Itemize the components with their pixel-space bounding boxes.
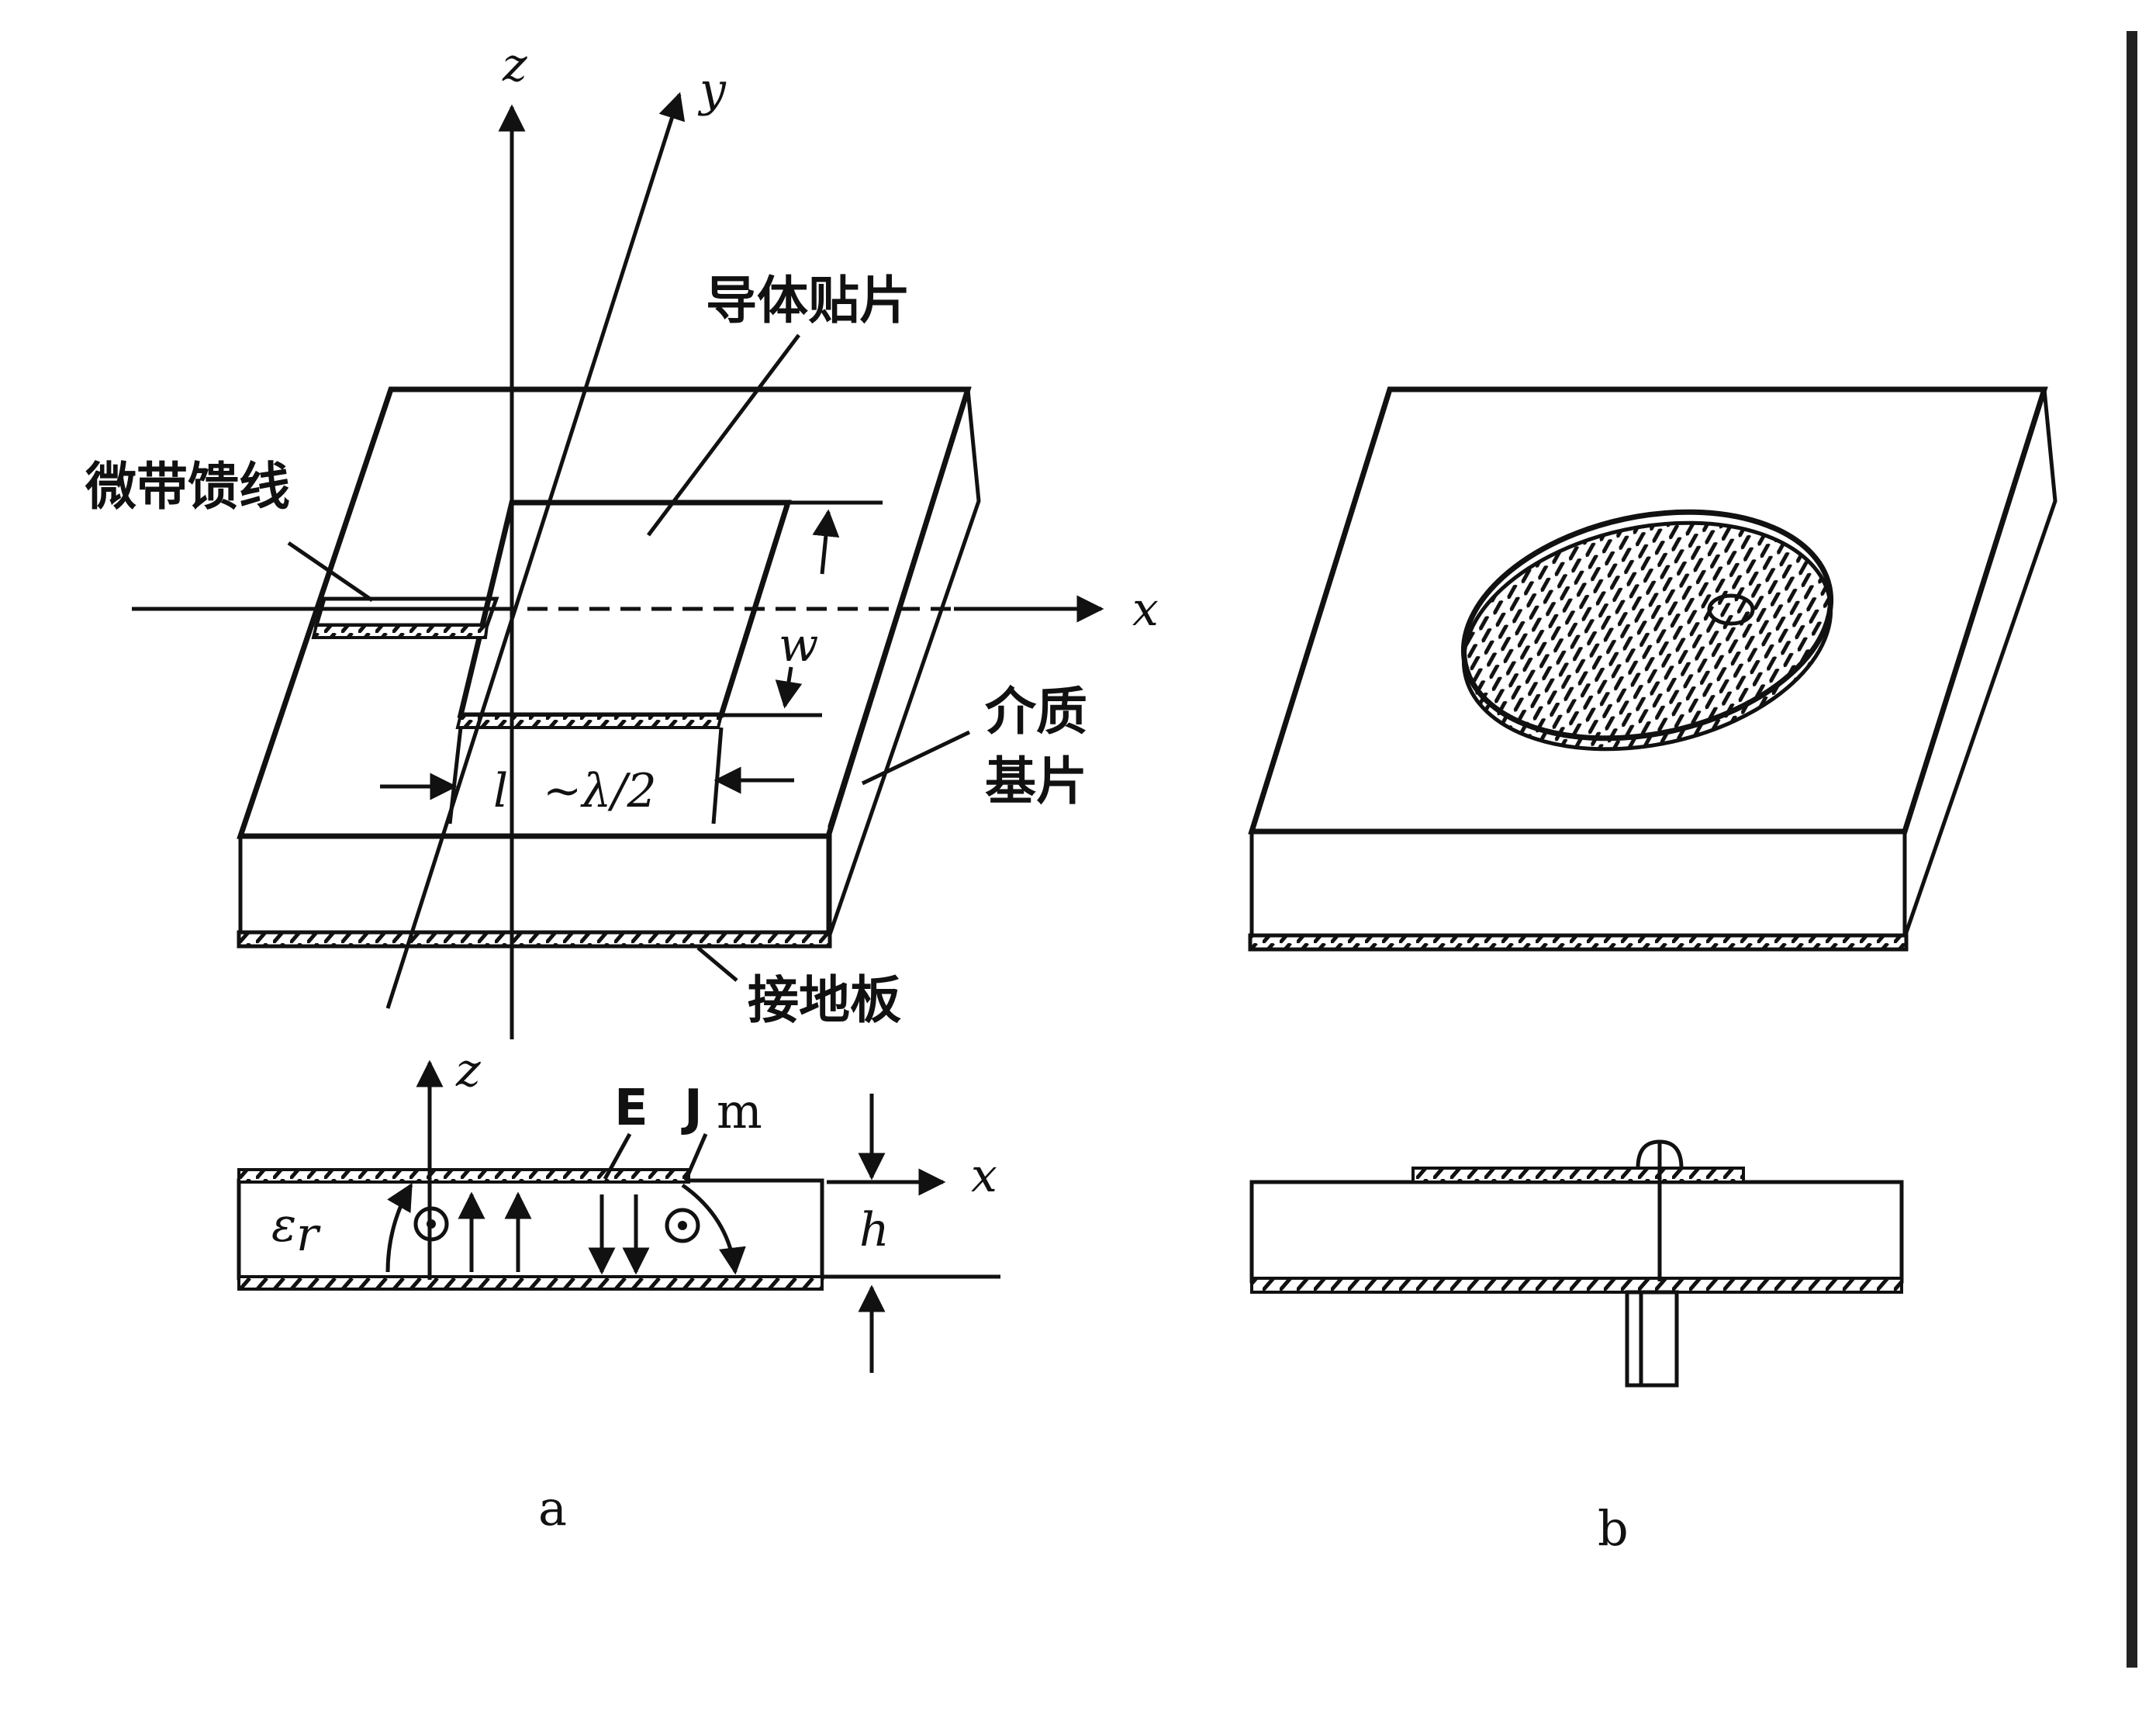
figure-b-section: b bbox=[1249, 1139, 1904, 1557]
caption-a: a bbox=[538, 1480, 567, 1537]
label-permittivity-sub: r bbox=[296, 1208, 321, 1262]
y-axis bbox=[385, 92, 686, 1009]
feed-edge bbox=[311, 624, 489, 639]
axis-z-label: z bbox=[502, 38, 527, 92]
section-ground-strip bbox=[237, 1275, 824, 1291]
substrate-b-top-face bbox=[1248, 386, 2048, 835]
circular-patch bbox=[1460, 509, 1834, 742]
substrate-top-face bbox=[237, 386, 972, 839]
label-magnetic-current-sub: m bbox=[717, 1083, 762, 1139]
label-microstrip-feed: 微带馈线 bbox=[85, 457, 290, 517]
current-loop-right bbox=[665, 1208, 700, 1243]
figure-b-3d bbox=[1248, 386, 2058, 952]
current-loop-left bbox=[413, 1206, 449, 1242]
axis-y-label: y bbox=[697, 63, 727, 117]
section-patch-strip bbox=[237, 1168, 690, 1184]
section-b-substrate bbox=[1249, 1180, 1904, 1284]
figure-a-section: z x E J m ε r h a bbox=[237, 1043, 1000, 1537]
coax-connector bbox=[1625, 1290, 1679, 1388]
label-width-w: w bbox=[779, 618, 818, 672]
section-axis-x-label: x bbox=[971, 1149, 997, 1203]
label-magnetic-current: J bbox=[681, 1080, 703, 1137]
substrate-b-side-face bbox=[1902, 389, 2058, 938]
axis-x-label: x bbox=[1132, 582, 1159, 637]
section-axis-z-label: z bbox=[455, 1043, 481, 1098]
section-b-ground bbox=[1250, 1277, 1903, 1294]
coax-probe-top bbox=[1636, 1139, 1684, 1169]
figure-a-3d: z y x 导体贴片 微带馈线 介质 基片 接地板 w l ~λ/2 bbox=[85, 38, 1159, 1039]
scan-edge-bar bbox=[2127, 31, 2137, 1668]
caption-b: b bbox=[1598, 1500, 1629, 1557]
ground-plane bbox=[237, 930, 832, 949]
section-b-patch bbox=[1411, 1167, 1745, 1184]
label-ground-plane: 接地板 bbox=[748, 970, 901, 1030]
substrate-b-front-face bbox=[1249, 829, 1907, 941]
feed-point-b bbox=[1707, 593, 1755, 626]
substrate-side-face bbox=[828, 389, 981, 935]
label-length-l: l bbox=[493, 764, 508, 818]
patch-edge bbox=[455, 714, 724, 729]
label-conductor-patch: 导体贴片 bbox=[706, 271, 910, 330]
substrate-front-face bbox=[238, 834, 831, 938]
label-height-h: h bbox=[859, 1203, 890, 1257]
label-permittivity: ε bbox=[271, 1198, 296, 1253]
label-e-field: E bbox=[614, 1080, 648, 1137]
ground-plane-b bbox=[1248, 933, 1909, 952]
label-substrate-line1: 介质 bbox=[985, 682, 1087, 742]
label-substrate-line2: 基片 bbox=[985, 752, 1087, 811]
label-half-wavelength: ~λ/2 bbox=[543, 764, 657, 818]
microstrip-feed bbox=[313, 596, 499, 627]
